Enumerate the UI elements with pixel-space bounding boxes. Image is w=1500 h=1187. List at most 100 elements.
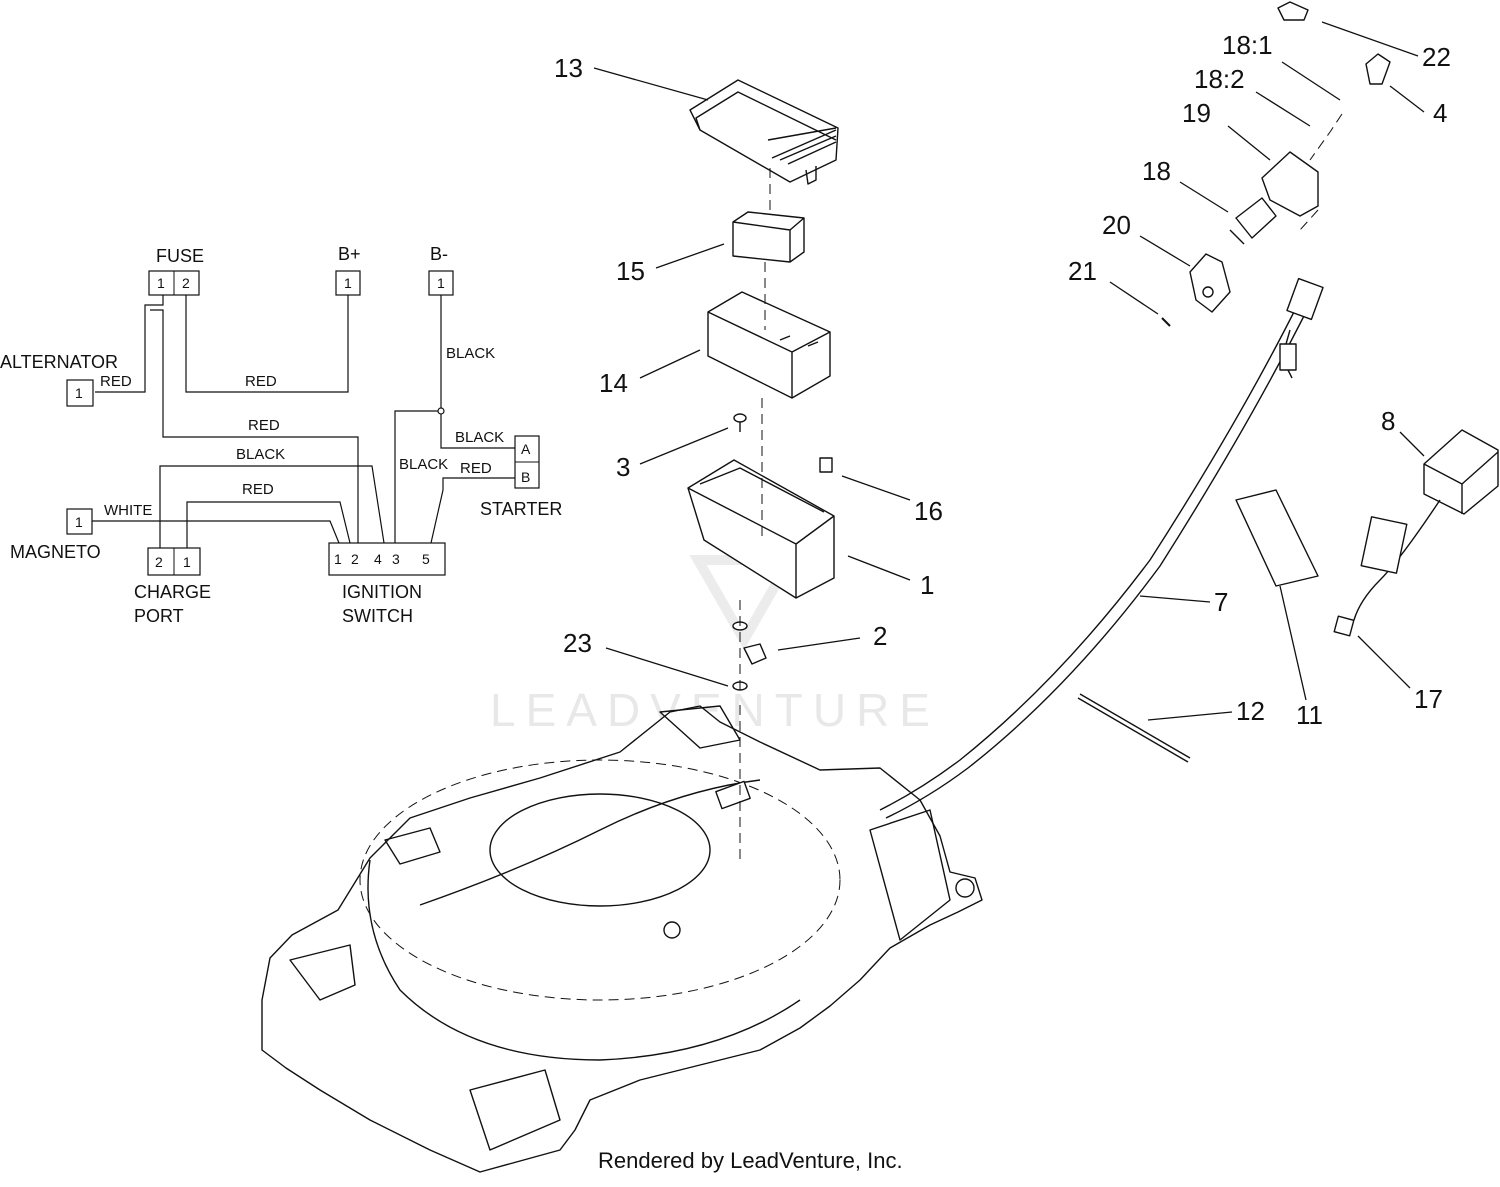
charge-port-label-line2: PORT <box>134 606 184 626</box>
part-1-battery-tray <box>687 459 835 599</box>
part-7-harness-cable <box>879 277 1324 819</box>
wire-magneto-ignition1 <box>92 520 340 544</box>
callout-numbers: 13 15 14 3 16 1 23 2 22 18:1 18:2 4 19 1… <box>554 30 1451 730</box>
starter-pin-b: B <box>521 469 530 485</box>
exploded-view: 13 15 14 3 16 1 23 2 22 18:1 18:2 4 19 1… <box>261 1 1499 1173</box>
wire-junction-dot <box>437 407 445 415</box>
charge-port-pin-2: 2 <box>155 554 163 570</box>
charge-port-pin-1: 1 <box>183 554 191 570</box>
wire-labels: RED RED RED BLACK BLACK RED WHITE BLACK … <box>100 345 504 519</box>
callout-18-1: 18:1 <box>1222 30 1273 60</box>
starter-connector: A B STARTER <box>480 435 562 519</box>
wiring-schematic: 1 2 FUSE 1 B+ 1 B- 1 ALTERNATOR 1 MAGNET… <box>0 244 562 626</box>
part-3-screw <box>733 413 747 432</box>
ignition-switch-connector: 1 2 4 3 5 IGNITION SWITCH <box>328 542 446 626</box>
callout-12: 12 <box>1236 696 1265 726</box>
watermark: LEADVENTURE <box>490 555 930 736</box>
deck-pad-left <box>384 827 441 865</box>
schematic-wires <box>92 295 515 548</box>
part-11-decal <box>1235 489 1319 587</box>
charge-port-label-line1: CHARGE <box>134 582 211 602</box>
magneto-pin-1: 1 <box>75 514 83 530</box>
part-8-charger <box>1353 429 1499 621</box>
part-17-charger-plug <box>1333 615 1355 637</box>
deck-outline <box>261 705 983 1173</box>
wire-label-starterB-black: BLACK <box>399 456 448 473</box>
wire-label-starterA-black: BLACK <box>455 429 504 446</box>
switch-axis <box>1299 113 1343 231</box>
callout-7: 7 <box>1214 587 1228 617</box>
deck-front-wheel-left <box>289 944 356 1001</box>
callout-2: 2 <box>873 621 887 651</box>
callout-22: 22 <box>1422 42 1451 72</box>
wire-label-fuse-bplus-red: RED <box>245 373 277 390</box>
credit-text: Rendered by LeadVenture, Inc. <box>598 1148 903 1173</box>
wire-label-alternator-red: RED <box>100 373 132 390</box>
deck-pivot-hole <box>955 878 975 898</box>
callout-11: 11 <box>1296 700 1323 730</box>
bplus-pin-1: 1 <box>344 275 352 291</box>
part-22-key-tag <box>1277 1 1309 21</box>
callout-14: 14 <box>599 368 628 398</box>
callout-16: 16 <box>914 496 943 526</box>
part-20-knob <box>1189 253 1231 313</box>
ignition-switch-label-line1: IGNITION <box>342 582 422 602</box>
part-4-key <box>1365 53 1391 85</box>
callout-18: 18 <box>1142 156 1171 186</box>
ignition-pin-2: 2 <box>351 551 359 567</box>
fuse-label: FUSE <box>156 246 204 266</box>
part-18-ignition-switch <box>1229 197 1277 245</box>
fuse-connector: 1 2 FUSE <box>148 246 204 296</box>
ignition-switch-label-line2: SWITCH <box>342 606 413 626</box>
magneto-connector: 1 MAGNETO <box>10 508 101 562</box>
wire-alternator-fuse <box>95 295 164 393</box>
mower-deck <box>261 705 983 1173</box>
charge-port-connector: 2 1 CHARGE PORT <box>134 547 211 626</box>
ignition-pin-4: 4 <box>374 551 382 567</box>
alternator-label: ALTERNATOR <box>0 352 118 372</box>
deck-front-wheel-right <box>469 1069 561 1151</box>
bplus-connector: 1 B+ <box>335 244 361 296</box>
wire-label-bminus-black: BLACK <box>446 345 495 362</box>
alternator-connector: 1 ALTERNATOR <box>0 352 118 407</box>
wire-charge-ignition4 <box>159 465 385 548</box>
wire-charge-ignition2 <box>186 501 351 548</box>
callout-21: 21 <box>1068 256 1097 286</box>
part-19-switch-housing <box>1261 151 1319 217</box>
callout-17: 17 <box>1414 684 1443 714</box>
part-13-battery-cover <box>689 79 839 185</box>
deck-inner-rim <box>367 859 801 1061</box>
deck-harness-connector <box>715 780 751 810</box>
callout-1: 1 <box>920 570 934 600</box>
magneto-label: MAGNETO <box>10 542 101 562</box>
wire-junction-ignition3 <box>394 410 441 543</box>
bminus-pin-1: 1 <box>437 275 445 291</box>
alternator-pin-1: 1 <box>75 385 83 401</box>
wire-starterB-ignition5 <box>430 477 515 544</box>
deck-rear-hinge <box>869 809 951 941</box>
bminus-label: B- <box>430 244 448 264</box>
part-14-battery <box>707 291 831 399</box>
part-21-screw <box>1161 317 1171 327</box>
callout-15: 15 <box>616 256 645 286</box>
leader-lines <box>593 21 1425 721</box>
fuse-pin-2: 2 <box>182 275 190 291</box>
deck-bolt-hole <box>663 921 681 939</box>
ignition-pin-1: 1 <box>334 551 342 567</box>
deck-blade-opening <box>489 793 711 907</box>
assembly-axis <box>739 168 771 860</box>
wire-label-charge-black: BLACK <box>236 446 285 463</box>
part-15-foam-pad <box>732 211 805 263</box>
bplus-label: B+ <box>338 244 361 264</box>
starter-label: STARTER <box>480 499 562 519</box>
starter-pin-a: A <box>521 441 531 457</box>
part-12-cable-tie <box>1077 693 1191 763</box>
wire-fuse-ignition <box>150 309 359 543</box>
callout-18-2: 18:2 <box>1194 64 1245 94</box>
deck-harness-wire <box>419 779 761 906</box>
callout-8: 8 <box>1381 406 1395 436</box>
part-2-bushing <box>743 643 767 665</box>
wire-junction-starterA <box>440 411 515 449</box>
callout-23: 23 <box>563 628 592 658</box>
